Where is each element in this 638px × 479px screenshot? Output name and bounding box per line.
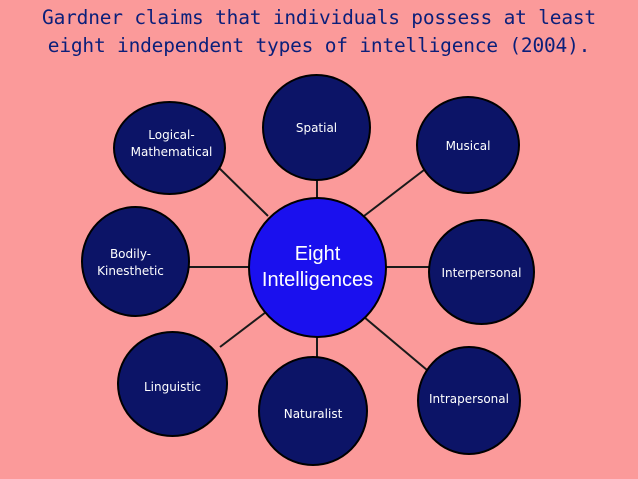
node-label-linguistic: Linguistic (143, 380, 202, 394)
node-label-bodily-kinesthetic: Bodily- Kinesthetic (97, 247, 164, 278)
connector-linguistic (219, 308, 271, 348)
node-naturalist: Naturalist (258, 356, 368, 466)
node-linguistic: Linguistic (117, 331, 228, 437)
node-label-logical-mathematical: Logical- Mathematical (130, 128, 213, 159)
node-logical-mathematical: Logical- Mathematical (113, 101, 226, 195)
center-label-line-1: Eight (294, 243, 341, 265)
node-musical: Musical (416, 96, 520, 194)
node-label-naturalist: Naturalist (283, 407, 343, 421)
center-label-line-2: Intelligences (261, 269, 374, 291)
center-hub: Eight Intelligences (248, 197, 387, 338)
node-label-musical: Musical (445, 139, 491, 153)
node-bodily-kinesthetic: Bodily- Kinesthetic (81, 206, 190, 317)
node-intrapersonal: Intrapersonal (417, 346, 521, 455)
node-label-intrapersonal: Intrapersonal (429, 392, 509, 406)
connector-musical (363, 169, 425, 217)
title-line-2: eight independent types of intelligence … (47, 34, 591, 57)
slide-title: Gardner claims that individuals possess … (0, 4, 638, 60)
node-interpersonal: Interpersonal (428, 219, 535, 325)
node-label-spatial: Spatial (295, 121, 338, 135)
title-line-1: Gardner claims that individuals possess … (42, 6, 596, 29)
connector-intrapersonal (363, 316, 428, 371)
connector-logical-mathematical (212, 161, 269, 217)
node-spatial: Spatial (262, 74, 371, 181)
node-label-interpersonal: Interpersonal (441, 266, 522, 280)
